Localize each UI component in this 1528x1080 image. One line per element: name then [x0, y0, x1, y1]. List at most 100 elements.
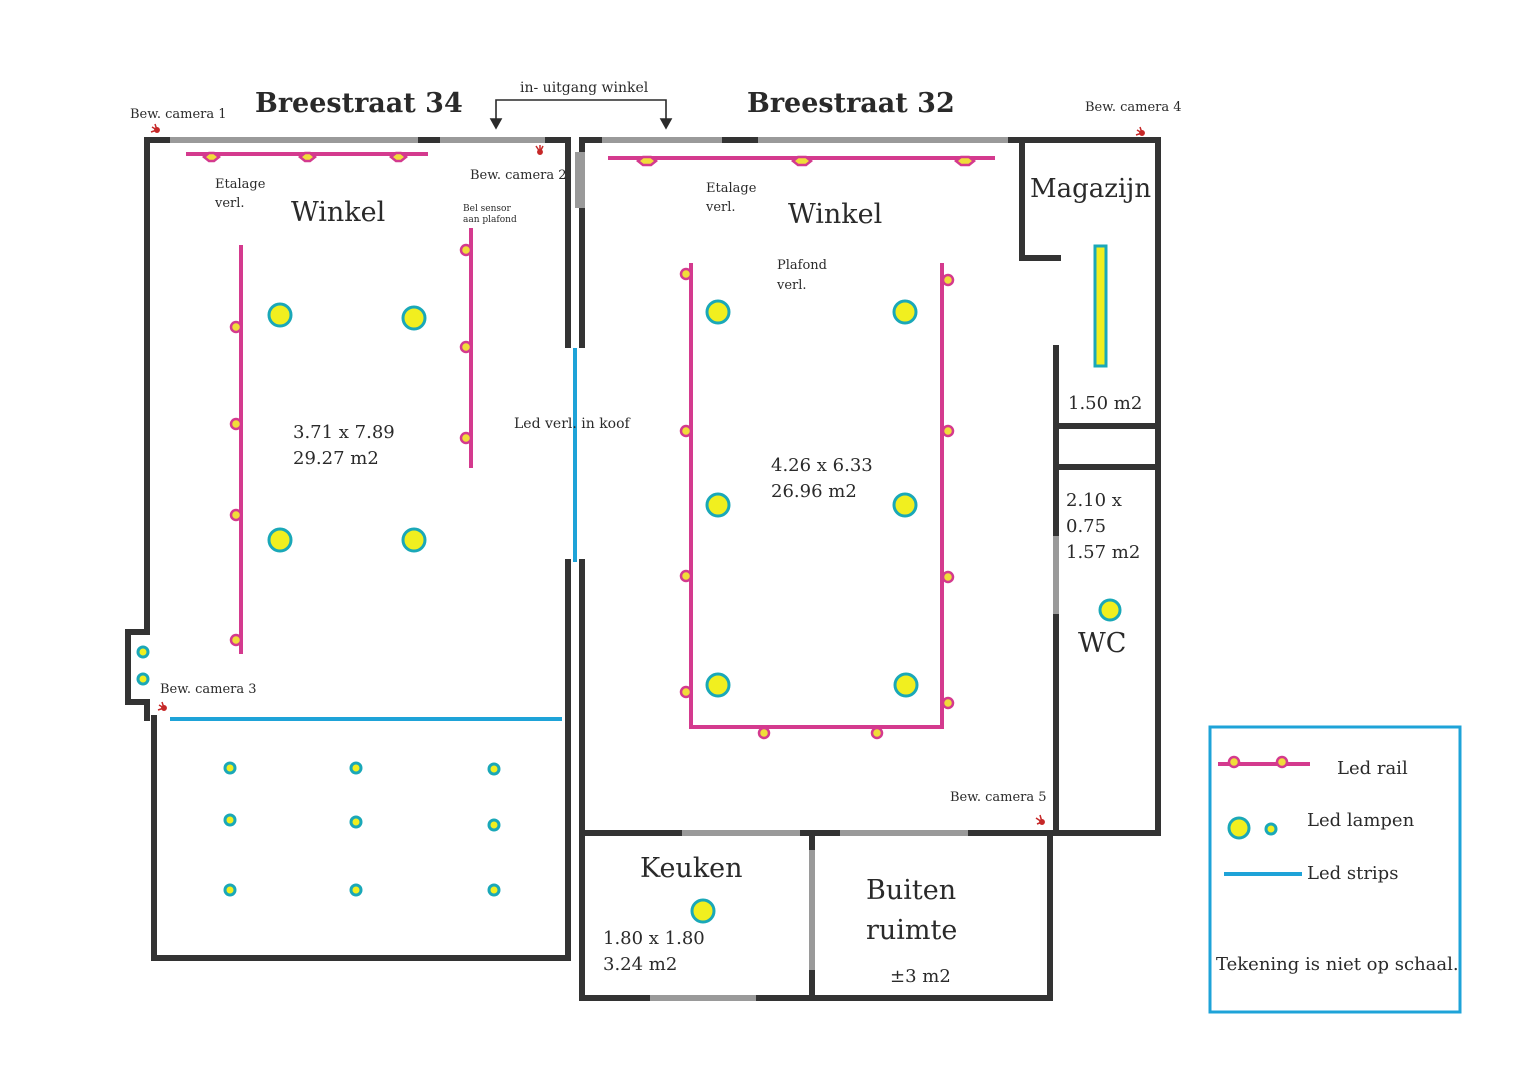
right-shop-dims: 4.26 x 6.33: [771, 455, 873, 476]
rail-node: [201, 151, 222, 163]
windows: [170, 137, 1059, 1001]
rail-node: [297, 151, 318, 163]
rail-node: [679, 685, 693, 699]
sensor-line2: aan plafond: [463, 215, 517, 225]
legend-rail-label: Led rail: [1337, 758, 1408, 779]
magazijn-area: 1.50 m2: [1068, 393, 1142, 414]
camera-1-label: Bew. camera 1: [130, 107, 227, 122]
lamp-small: [349, 815, 363, 829]
rail-node: [229, 320, 243, 334]
wc-title: WC: [1078, 628, 1126, 659]
buiten-title-line1: Buiten: [866, 875, 956, 906]
left-shop-dims: 3.71 x 7.89: [293, 422, 395, 443]
rail-node: [941, 273, 955, 287]
lamp: [705, 492, 731, 518]
left-etalage-line1: Etalage: [215, 177, 266, 192]
wc-dims-line1: 2.10 x: [1066, 490, 1122, 511]
entrance-marker: [489, 99, 673, 130]
lamp: [705, 672, 731, 698]
led-lamps: [136, 299, 1278, 924]
camera-2-label: Bew. camera 2: [470, 168, 567, 183]
keuken-title: Keuken: [640, 853, 743, 884]
keuken-area: 3.24 m2: [603, 954, 677, 975]
wall-right-outer: [1053, 137, 1161, 836]
keuken-dims: 1.80 x 1.80: [603, 928, 705, 949]
lamp: [893, 672, 919, 698]
camera-icon: [535, 145, 544, 155]
camera-3-label: Bew. camera 3: [160, 682, 257, 697]
lamp: [401, 305, 427, 331]
lamp-small: [487, 883, 501, 897]
rail-node: [870, 726, 884, 740]
wall-left-outer: [125, 137, 150, 721]
led-strips: [170, 244, 1302, 876]
lamp-small: [136, 645, 150, 659]
magazijn-title: Magazijn: [1030, 174, 1151, 204]
rail-node: [459, 431, 473, 445]
rail-node: [635, 155, 659, 167]
lamp-small: [349, 761, 363, 775]
plafond-line2: verl.: [776, 278, 807, 293]
lamp: [690, 898, 716, 924]
lamp: [401, 527, 427, 553]
camera-icon: [157, 701, 167, 711]
entrance-bracket: [495, 99, 667, 122]
camera-icon: [150, 123, 160, 133]
rail-node: [1227, 755, 1241, 769]
strip-magazijn: [1093, 244, 1108, 368]
lamp: [267, 527, 293, 553]
rail-node: [679, 569, 693, 583]
legend-note: Tekening is niet op schaal.: [1216, 954, 1459, 975]
rail-node: [953, 155, 977, 167]
lamp: [267, 302, 293, 328]
lamp-small: [487, 762, 501, 776]
street-right-label: Breestraat 32: [747, 88, 955, 119]
camera-4-label: Bew. camera 4: [1085, 100, 1182, 115]
led-koof-label: Led verl. in koof: [514, 416, 632, 432]
rail-node: [679, 424, 693, 438]
rail-node: [459, 340, 473, 354]
buiten-title-line2: ruimte: [866, 915, 957, 946]
legend-lamp-large: [1227, 816, 1251, 840]
lamp: [892, 299, 918, 325]
right-shop-title: Winkel: [788, 199, 882, 230]
legend-box: [1208, 725, 1462, 1014]
rail-node: [1275, 755, 1289, 769]
left-shop-area: 29.27 m2: [293, 448, 379, 469]
entrance-label: in- uitgang winkel: [520, 80, 649, 96]
legend-strips-label: Led strips: [1307, 863, 1398, 884]
rail-node: [790, 155, 814, 167]
buiten-area: ±3 m2: [890, 966, 951, 987]
lamp-small: [223, 883, 237, 897]
lamp-small: [487, 818, 501, 832]
rail-right-frame: [689, 263, 944, 729]
rail-node: [229, 508, 243, 522]
rail-nodes: [201, 151, 1289, 769]
lamp: [705, 299, 731, 325]
legend-lamp-small: [1264, 822, 1278, 836]
rail-node: [229, 417, 243, 431]
left-etalage-line2: verl.: [214, 196, 245, 211]
street-left-label: Breestraat 34: [255, 88, 463, 119]
plafond-line1: Plafond: [777, 258, 827, 273]
right-shop-area: 26.96 m2: [771, 481, 857, 502]
rail-node: [941, 424, 955, 438]
wall-back-outer: [151, 715, 571, 961]
arrow-down-icon: [659, 118, 673, 130]
wall-magazijn: [1019, 137, 1061, 261]
camera-5-label: Bew. camera 5: [950, 790, 1047, 805]
rail-node: [941, 570, 955, 584]
right-etalage-line2: verl.: [705, 200, 736, 215]
camera-icon: [1135, 126, 1145, 136]
wc-dims-line2: 0.75: [1066, 516, 1106, 537]
rail-node: [229, 633, 243, 647]
camera-icon: [1035, 814, 1045, 825]
legend-lampen-label: Led lampen: [1307, 810, 1415, 831]
lamp: [1098, 598, 1122, 622]
lamp: [892, 492, 918, 518]
rail-node: [679, 267, 693, 281]
right-etalage-line1: Etalage: [706, 181, 757, 196]
lamp-small: [349, 883, 363, 897]
sensor-line1: Bel sensor: [463, 204, 511, 214]
